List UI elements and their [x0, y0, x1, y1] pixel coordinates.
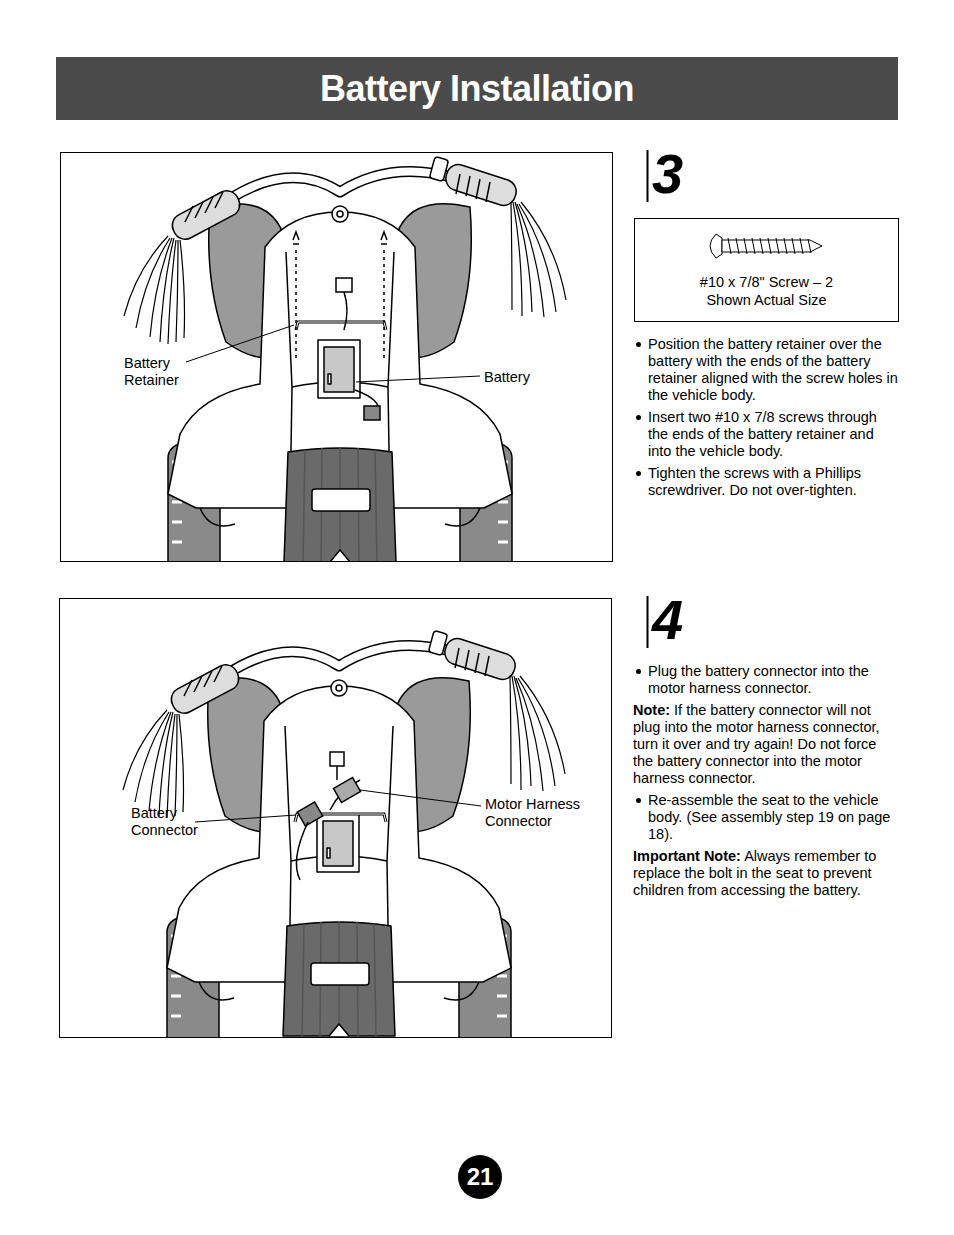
bullet-item: Plug the battery connector into the moto…: [633, 663, 899, 697]
page-number: 21: [458, 1155, 502, 1199]
note-paragraph: Important Note: Always remember to repla…: [633, 848, 899, 899]
instruction-text: Position the battery retainer over the b…: [648, 336, 898, 403]
part-label: Battery: [484, 369, 564, 386]
part-label: Battery Retainer: [124, 355, 204, 389]
instruction-text: Tighten the screws with a Phillips screw…: [648, 465, 861, 498]
page-number-text: 21: [458, 1163, 502, 1191]
bullet-dot: [636, 798, 641, 803]
bullet-dot: [636, 669, 641, 674]
bullet-item: Re-assemble the seat to the vehicle body…: [633, 792, 899, 843]
bullet-item: Position the battery retainer over the b…: [633, 336, 899, 404]
bullet-dot: [636, 471, 641, 476]
bullet-dot: [636, 415, 641, 420]
step-number: 4: [652, 592, 712, 648]
instruction-text: If the battery connector will not plug i…: [633, 702, 880, 786]
hardware-text: #10 x 7/8" Screw – 2: [635, 273, 898, 291]
hardware-text: Shown Actual Size: [635, 291, 898, 309]
hardware-box: #10 x 7/8" Screw – 2Shown Actual Size: [634, 218, 899, 322]
bullet-dot: [636, 342, 641, 347]
instruction-block: Position the battery retainer over the b…: [633, 336, 899, 504]
note-heading: Important Note:: [633, 848, 741, 864]
bullet-item: Insert two #10 x 7/8 screws through the …: [633, 409, 899, 460]
step-number: 3: [652, 146, 712, 202]
instruction-block: Plug the battery connector into the moto…: [633, 663, 899, 904]
instruction-text: Insert two #10 x 7/8 screws through the …: [648, 409, 877, 459]
page-title: Battery Installation: [56, 57, 898, 120]
part-label: Battery Connector: [131, 805, 221, 839]
note-paragraph: Note: If the battery connector will not …: [633, 702, 899, 787]
instruction-text: Plug the battery connector into the moto…: [648, 663, 869, 696]
part-label: Motor Harness Connector: [485, 796, 585, 830]
note-heading: Note:: [633, 702, 670, 718]
instruction-text: Re-assemble the seat to the vehicle body…: [648, 792, 890, 842]
bullet-item: Tighten the screws with a Phillips screw…: [633, 465, 899, 499]
